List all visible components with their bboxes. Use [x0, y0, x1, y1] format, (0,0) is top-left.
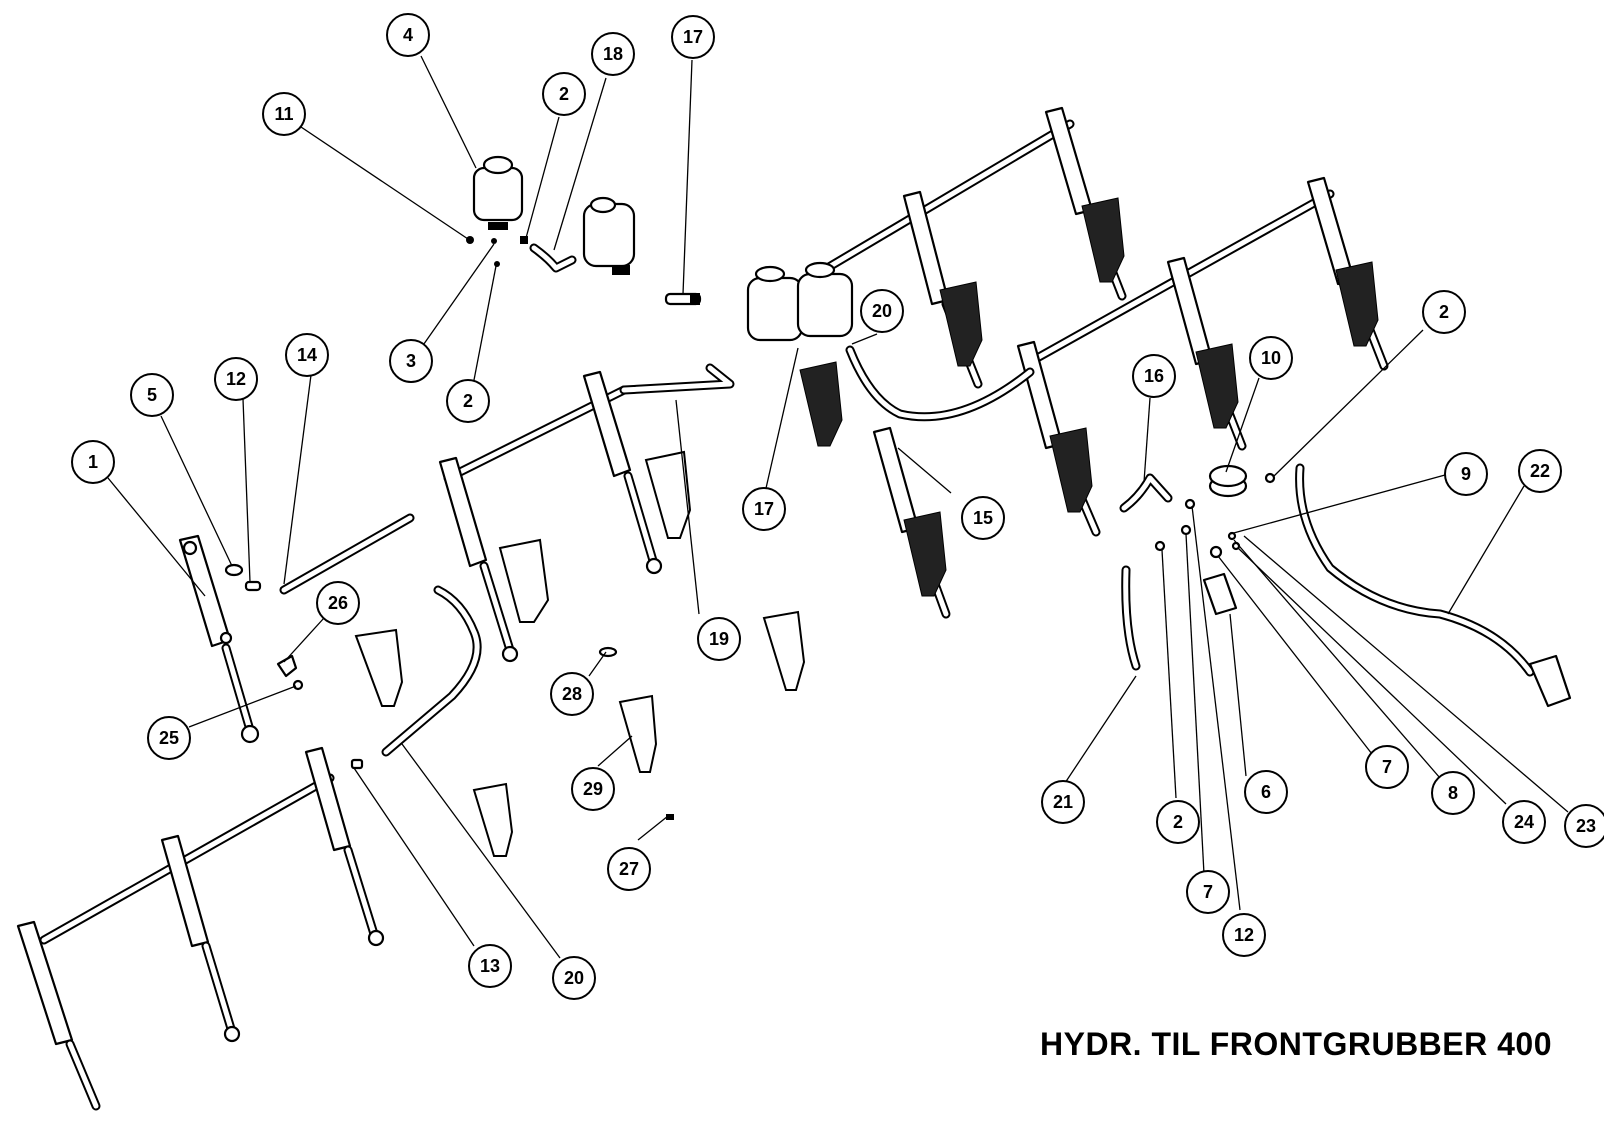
svg-text:17: 17	[683, 27, 703, 47]
cylinder-1-part	[178, 534, 260, 744]
leader-lines	[107, 55, 1569, 959]
callout-20: 20	[860, 289, 904, 333]
callout-16: 16	[1132, 354, 1176, 398]
svg-text:4: 4	[403, 25, 413, 45]
callout-8: 8	[1431, 771, 1475, 815]
boots-center-part	[498, 450, 692, 623]
callout-18: 18	[591, 32, 635, 76]
svg-text:2: 2	[559, 84, 569, 104]
svg-text:20: 20	[564, 968, 584, 988]
svg-text:17: 17	[754, 499, 774, 519]
svg-text:2: 2	[1439, 302, 1449, 322]
callout-25: 25	[147, 716, 191, 760]
svg-text:27: 27	[619, 859, 639, 879]
callout-22: 22	[1518, 449, 1562, 493]
callout-20: 20	[552, 956, 596, 1000]
svg-text:29: 29	[583, 779, 603, 799]
callout-6: 6	[1244, 770, 1288, 814]
svg-text:23: 23	[1576, 816, 1596, 836]
callout-29: 29	[571, 767, 615, 811]
svg-text:12: 12	[226, 369, 246, 389]
callout-10: 10	[1249, 336, 1293, 380]
accumulator-part	[466, 155, 528, 267]
callout-21: 21	[1041, 780, 1085, 824]
svg-text:2: 2	[463, 391, 473, 411]
svg-text:5: 5	[147, 385, 157, 405]
callout-2: 2	[1422, 290, 1466, 334]
drawing-title: HYDR. TIL FRONTGRUBBER 400	[1040, 1026, 1553, 1062]
callout-7: 7	[1186, 870, 1230, 914]
callout-27: 27	[607, 847, 651, 891]
frame-lower-left-part	[16, 746, 385, 1111]
svg-text:21: 21	[1053, 792, 1073, 812]
svg-text:3: 3	[406, 351, 416, 371]
parts-drawing	[16, 106, 1572, 1111]
callout-5: 5	[130, 373, 174, 417]
fittings-5-12-part	[224, 563, 262, 592]
frame-right-part	[775, 106, 1389, 619]
svg-text:26: 26	[328, 593, 348, 613]
svg-text:19: 19	[709, 629, 729, 649]
svg-text:20: 20	[872, 301, 892, 321]
hose-20-left-part	[381, 585, 482, 757]
svg-text:16: 16	[1144, 366, 1164, 386]
callout-2: 2	[542, 72, 586, 116]
callout-28: 28	[550, 672, 594, 716]
callout-4: 4	[386, 13, 430, 57]
accumulator-2-part	[529, 196, 636, 275]
svg-text:8: 8	[1448, 783, 1458, 803]
frame-center-part	[438, 363, 735, 663]
svg-text:2: 2	[1173, 812, 1183, 832]
svg-text:18: 18	[603, 44, 623, 64]
callout-2: 2	[1156, 800, 1200, 844]
callout-1: 1	[71, 440, 115, 484]
callout-11: 11	[262, 92, 306, 136]
hose-20-right-part	[845, 345, 1035, 422]
callout-26: 26	[316, 581, 360, 625]
callout-17: 17	[742, 487, 786, 531]
svg-text:6: 6	[1261, 782, 1271, 802]
svg-text:15: 15	[973, 508, 993, 528]
svg-text:22: 22	[1530, 461, 1550, 481]
callout-24: 24	[1502, 800, 1546, 844]
callout-19: 19	[697, 617, 741, 661]
svg-text:7: 7	[1382, 757, 1392, 777]
callout-9: 9	[1444, 452, 1488, 496]
svg-text:24: 24	[1514, 812, 1534, 832]
svg-text:13: 13	[480, 956, 500, 976]
small-parts-28-27-13	[350, 646, 674, 820]
callout-17: 17	[671, 15, 715, 59]
callout-12: 12	[214, 357, 258, 401]
svg-text:1: 1	[88, 452, 98, 472]
svg-text:12: 12	[1234, 925, 1254, 945]
svg-text:25: 25	[159, 728, 179, 748]
svg-text:28: 28	[562, 684, 582, 704]
svg-text:10: 10	[1261, 348, 1281, 368]
hose-14-part	[279, 513, 415, 595]
callout-7: 7	[1365, 745, 1409, 789]
svg-text:9: 9	[1461, 464, 1471, 484]
svg-text:14: 14	[297, 345, 317, 365]
callout-12: 12	[1222, 913, 1266, 957]
fitting-17-part	[664, 292, 702, 306]
svg-text:7: 7	[1203, 882, 1213, 902]
callout-15: 15	[961, 496, 1005, 540]
callout-2: 2	[446, 379, 490, 423]
boots-right-part	[799, 197, 1379, 597]
callout-3: 3	[389, 339, 433, 383]
fittings-25-26-part	[276, 654, 304, 691]
accumulators-right-part	[746, 261, 854, 342]
callout-13: 13	[468, 944, 512, 988]
right-side-parts	[1119, 463, 1572, 708]
callout-14: 14	[285, 333, 329, 377]
callout-23: 23	[1564, 804, 1604, 848]
svg-text:11: 11	[274, 104, 293, 124]
loose-boots-part	[354, 610, 806, 857]
